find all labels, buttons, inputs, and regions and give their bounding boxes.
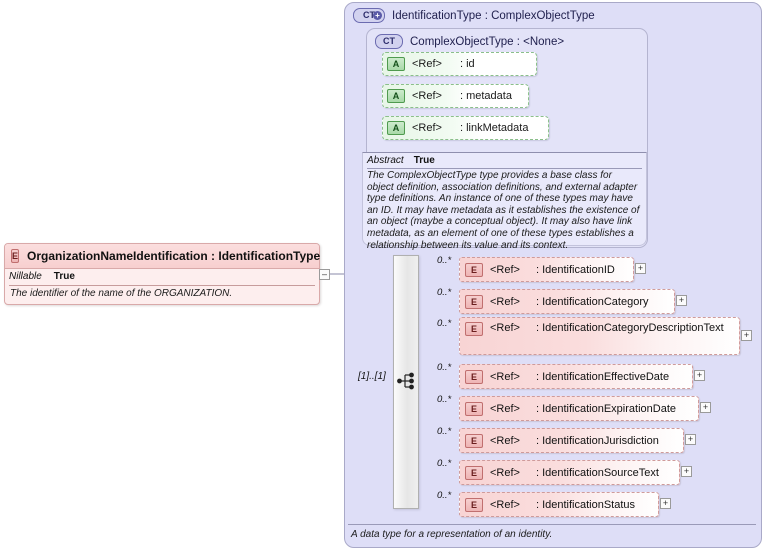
element-cardinality: 0..* xyxy=(437,394,452,405)
expand-icon[interactable]: + xyxy=(700,402,711,413)
attribute-ref: <Ref> xyxy=(412,90,442,102)
nillable-label: Nillable xyxy=(9,271,42,282)
element-name: : IdentificationCategory xyxy=(535,295,649,308)
element-name: : IdentificationJurisdiction xyxy=(535,434,659,447)
element-name: : IdentificationSourceText xyxy=(535,466,659,479)
complextype-expand-icon[interactable]: CT + xyxy=(353,8,385,23)
attribute-icon: A xyxy=(387,89,405,103)
attribute-ref: <Ref> xyxy=(412,122,442,134)
element-icon: E xyxy=(465,401,483,416)
attribute-row-metadata[interactable]: A <Ref> : metadata xyxy=(382,84,529,108)
attribute-name: : metadata xyxy=(459,90,512,102)
complextype-title: IdentificationType : ComplexObjectType xyxy=(392,9,595,22)
element-icon: E xyxy=(465,262,483,277)
complextype-icon: CT xyxy=(375,34,403,49)
abstract-property-row: Abstract True xyxy=(367,155,642,169)
nillable-value: True xyxy=(53,271,75,282)
attribute-row-linkmetadata[interactable]: A <Ref> : linkMetadata xyxy=(382,116,549,140)
complextype-documentation-text: The ComplexObjectType type provides a ba… xyxy=(367,170,640,251)
complextype-documentation-box: Abstract True The ComplexObjectType type… xyxy=(362,152,647,251)
element-cardinality: 0..* xyxy=(437,458,452,469)
element-ref: <Ref> xyxy=(490,370,520,383)
element-cardinality: 0..* xyxy=(437,426,452,437)
expand-icon[interactable]: + xyxy=(635,263,646,274)
expand-icon[interactable]: + xyxy=(676,295,687,306)
element-ref: <Ref> xyxy=(490,466,520,479)
element-ref: <Ref> xyxy=(490,322,520,334)
element-ref: <Ref> xyxy=(490,402,520,415)
attribute-name: : id xyxy=(459,58,475,70)
element-ref: <Ref> xyxy=(490,263,520,276)
element-box-title: OrganizationNameIdentification : Identif… xyxy=(27,249,321,263)
element-box-header: E OrganizationNameIdentification : Ident… xyxy=(5,244,321,269)
element-name: : IdentificationEffectiveDate xyxy=(535,370,670,383)
element-row-identificationstatus[interactable]: E <Ref> : IdentificationStatus xyxy=(459,492,659,517)
nillable-property-row: Nillable True xyxy=(9,271,315,286)
sequence-compositor[interactable] xyxy=(393,255,419,509)
element-row-identificationsourcetext[interactable]: E <Ref> : IdentificationSourceText xyxy=(459,460,680,485)
element-row-identificationexpirationdate[interactable]: E <Ref> : IdentificationExpirationDate xyxy=(459,396,699,421)
element-icon: E xyxy=(465,322,483,336)
collapse-toggle-icon[interactable]: – xyxy=(319,269,330,280)
abstract-label: Abstract xyxy=(367,155,404,166)
element-ref: <Ref> xyxy=(490,295,520,308)
element-cardinality: 0..* xyxy=(437,490,452,501)
expand-icon[interactable]: + xyxy=(681,466,692,477)
element-name: : IdentificationCategoryDescriptionText xyxy=(535,322,724,334)
attribute-name: : linkMetadata xyxy=(459,122,529,134)
sequence-icon xyxy=(397,372,414,390)
abstract-value: True xyxy=(413,155,435,166)
element-name: : IdentificationID xyxy=(535,263,615,276)
attribute-icon: A xyxy=(387,57,405,71)
complextype-header[interactable]: CT + IdentificationType : ComplexObjectT… xyxy=(353,8,595,23)
complextype-badge-label: CT xyxy=(363,10,375,20)
attribute-icon: A xyxy=(387,121,405,135)
expand-icon[interactable]: + xyxy=(741,330,752,341)
element-row-identificationcategory[interactable]: E <Ref> : IdentificationCategory xyxy=(459,289,675,314)
element-row-identificationeffectivedate[interactable]: E <Ref> : IdentificationEffectiveDate xyxy=(459,364,693,389)
expand-icon[interactable]: + xyxy=(685,434,696,445)
element-cardinality: 0..* xyxy=(437,362,452,373)
element-icon: E xyxy=(11,249,20,263)
expand-icon[interactable]: + xyxy=(694,370,705,381)
element-cardinality: 0..* xyxy=(437,287,452,298)
element-ref: <Ref> xyxy=(490,434,520,447)
element-icon: E xyxy=(465,497,483,512)
element-name: : IdentificationExpirationDate xyxy=(535,402,676,415)
element-icon: E xyxy=(465,465,483,480)
inner-complextype-title: ComplexObjectType : <None> xyxy=(410,35,565,48)
panel-documentation-text: A data type for a representation of an i… xyxy=(348,524,756,544)
attribute-ref: <Ref> xyxy=(412,58,442,70)
element-box-documentation: The identifier of the name of the ORGANI… xyxy=(10,288,233,299)
element-row-identificationjurisdiction[interactable]: E <Ref> : IdentificationJurisdiction xyxy=(459,428,684,453)
element-cardinality: 0..* xyxy=(437,318,452,329)
element-row-identificationcategorydescriptiontext[interactable]: E <Ref> : IdentificationCategoryDescript… xyxy=(459,317,740,355)
expand-icon[interactable]: + xyxy=(660,498,671,509)
expand-plus-icon[interactable]: + xyxy=(373,11,382,20)
element-icon: E xyxy=(465,294,483,309)
element-row-identificationid[interactable]: E <Ref> : IdentificationID xyxy=(459,257,634,282)
element-icon: E xyxy=(465,433,483,448)
element-box-organizationnameidentification[interactable]: E OrganizationNameIdentification : Ident… xyxy=(4,243,320,305)
element-icon: E xyxy=(465,369,483,384)
element-ref: <Ref> xyxy=(490,498,520,511)
compositor-cardinality: [1]..[1] xyxy=(358,371,386,382)
element-name: : IdentificationStatus xyxy=(535,498,636,511)
element-cardinality: 0..* xyxy=(437,255,452,266)
inner-complextype-header[interactable]: CT ComplexObjectType : <None> xyxy=(375,34,564,49)
attribute-row-id[interactable]: A <Ref> : id xyxy=(382,52,537,76)
